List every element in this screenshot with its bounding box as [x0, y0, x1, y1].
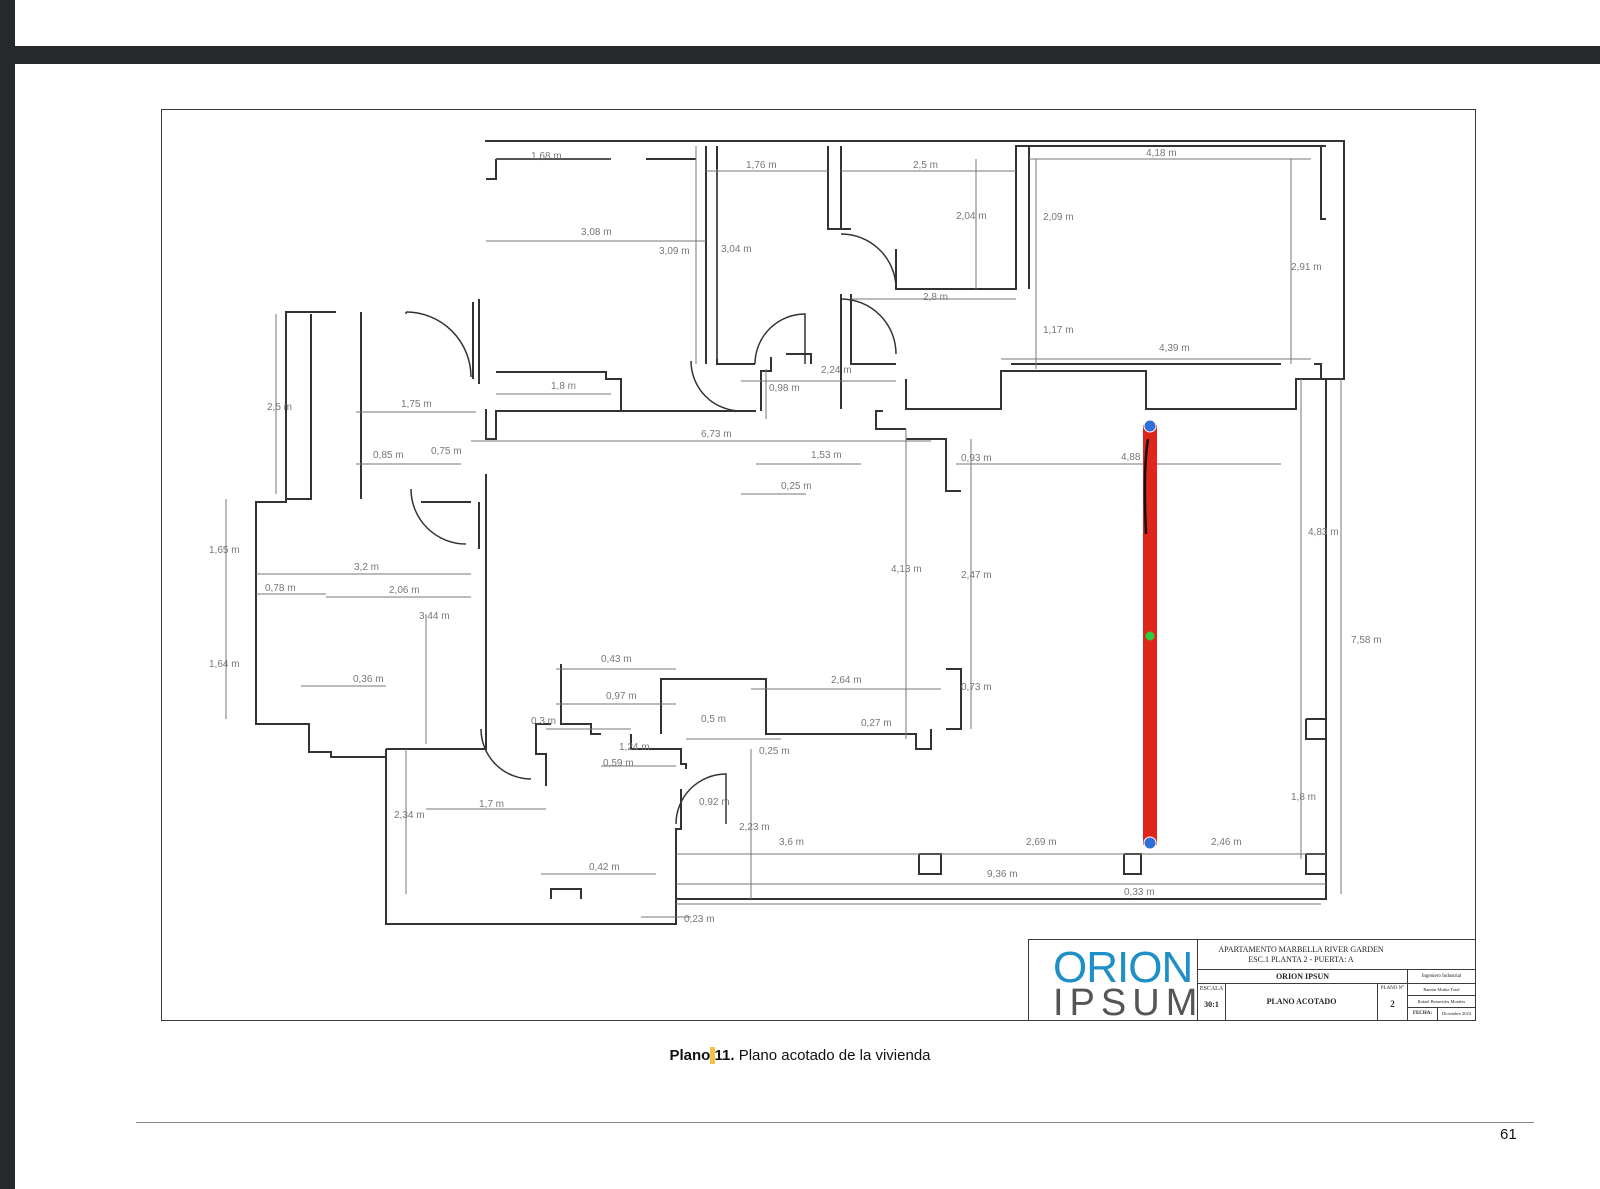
measure-cursor-mark	[1143, 438, 1150, 535]
dim-label: 0,75 m	[431, 446, 462, 457]
dim-label: 0,25 m	[781, 481, 812, 492]
dim-label: 0,42 m	[589, 862, 620, 873]
dim-label: 0,59 m	[603, 758, 634, 769]
dim-label: 0,33 m	[1124, 887, 1155, 898]
dim-label: 3,6 m	[779, 837, 804, 848]
dim-label: 0,3 m	[531, 716, 556, 727]
dim-label: 2,5 m	[913, 160, 938, 171]
dim-label: 0,25 m	[759, 746, 790, 757]
walls	[255, 140, 1345, 925]
dim-label: 3,44 m	[419, 611, 450, 622]
dim-label: 1,65 m	[209, 545, 240, 556]
dim-label: 1,8 m	[1291, 792, 1316, 803]
dim-label: 0,78 m	[265, 583, 296, 594]
dim-label: 2,04 m	[956, 211, 987, 222]
dimension-labels: 1,68 m 1,76 m 2,5 m 4,18 m 3,08 m 3,09 m…	[209, 148, 1382, 925]
scale-value: 30:1	[1204, 1000, 1219, 1009]
viewer-left-edge	[0, 0, 15, 1189]
logo-orion: ORION	[1053, 943, 1193, 992]
dim-label: 1,75 m	[401, 399, 432, 410]
dimension-lines	[225, 146, 1342, 918]
dim-label: 4,88 m	[1121, 452, 1152, 463]
dim-label: 1,24 m	[619, 742, 650, 753]
measure-handle-bottom[interactable]	[1143, 836, 1157, 850]
dim-label: 2,64 m	[831, 675, 862, 686]
dim-label: 4,18 m	[1146, 148, 1177, 159]
measurement-tool[interactable]	[1143, 419, 1157, 850]
scale-cell: ESCALA 30:1	[1197, 983, 1225, 1020]
date-label: FECHA:	[1407, 1007, 1437, 1020]
dim-label: 0,97 m	[606, 691, 637, 702]
dim-label: 1,8 m	[551, 381, 576, 392]
caption-label: Plano	[669, 1047, 711, 1064]
project-address: ESC.1 PLANTA 2 - PUERTA: A	[1248, 955, 1354, 964]
dim-label: 0,27 m	[861, 718, 892, 729]
date-value: Diciembre 2024	[1437, 1007, 1475, 1020]
dim-label: 2,8 m	[923, 292, 948, 303]
dim-label: 2,24 m	[821, 365, 852, 376]
dim-label: 3,04 m	[721, 244, 752, 255]
dim-label: 0,5 m	[701, 714, 726, 725]
company-logo: ORION IPSUM	[1029, 940, 1198, 1022]
dim-label: 2,47 m	[961, 570, 992, 581]
dim-label: 9,36 m	[987, 869, 1018, 880]
dim-label: 2,23 m	[739, 822, 770, 833]
figure-caption: Plano 11. Plano acotado de la vivienda	[0, 1047, 1600, 1064]
dim-label: 3,08 m	[581, 227, 612, 238]
measure-handle-top[interactable]	[1143, 419, 1157, 433]
dim-label: 0,43 m	[601, 654, 632, 665]
dim-label: 4,83 m	[1308, 527, 1339, 538]
dim-label: 4,39 m	[1159, 343, 1190, 354]
plan-name: PLANO ACOTADO	[1225, 983, 1377, 1020]
dim-label: 2,06 m	[389, 585, 420, 596]
plan-number-value: 2	[1390, 999, 1395, 1009]
scale-label: ESCALA	[1199, 986, 1224, 992]
company-name: ORION IPSUN	[1197, 969, 1407, 983]
dim-label: 1,76 m	[746, 160, 777, 171]
caption-text: Plano acotado de la vivienda	[738, 1047, 931, 1064]
dim-label: 0,93 m	[961, 453, 992, 464]
dim-label: 6,73 m	[701, 429, 732, 440]
dim-label: 2,46 m	[1211, 837, 1242, 848]
dim-label: 0,98 m	[769, 383, 800, 394]
viewer-toolbar-strip	[0, 46, 1600, 64]
dim-label: 2,91 m	[1291, 262, 1322, 273]
floor-plan-frame	[161, 109, 1476, 1021]
dim-label: 1,7 m	[479, 799, 504, 810]
author-1: Ramón Muñiz Toral	[1407, 983, 1475, 995]
caption-highlight	[710, 1047, 715, 1064]
measure-handle-mid[interactable]	[1145, 631, 1155, 641]
logo-ipsum: IPSUM	[1053, 982, 1204, 1024]
role: Ingeniero Industrial	[1407, 969, 1475, 983]
caption-number: 11.	[714, 1047, 735, 1064]
dim-label: 2,69 m	[1026, 837, 1057, 848]
floor-plan-drawing: 1,68 m 1,76 m 2,5 m 4,18 m 3,08 m 3,09 m…	[209, 140, 1382, 925]
dim-label: 0,85 m	[373, 450, 404, 461]
dim-label: 1,17 m	[1043, 325, 1074, 336]
dim-label: 0,23 m	[684, 914, 715, 925]
dim-label: 3,2 m	[354, 562, 379, 573]
dim-label: 2,5 m	[267, 402, 292, 413]
dim-label: 1,68 m	[531, 151, 562, 162]
title-block: ORION IPSUM APARTAMENTO MARBELLA RIVER G…	[1028, 939, 1476, 1022]
page-number: 61	[1500, 1126, 1517, 1143]
dim-label: 1,53 m	[811, 450, 842, 461]
dim-label: 4,13 m	[891, 564, 922, 575]
dim-label: 2,34 m	[394, 810, 425, 821]
dim-label: 0,73 m	[961, 682, 992, 693]
project-name: APARTAMENTO MARBELLA RIVER GARDEN	[1218, 945, 1384, 954]
dim-label: 7,58 m	[1351, 635, 1382, 646]
dim-label: 3,09 m	[659, 246, 690, 257]
dim-label: 1,64 m	[209, 659, 240, 670]
plan-number-label: PLANO N°	[1380, 986, 1405, 991]
window-top-bar	[0, 0, 1600, 48]
dim-label: 2,09 m	[1043, 212, 1074, 223]
plan-number-cell: PLANO N° 2	[1377, 983, 1407, 1020]
author-2: Rafael Benavides Morales	[1407, 995, 1475, 1007]
dim-label: 0,92 m	[699, 797, 730, 808]
dim-label: 0,36 m	[353, 674, 384, 685]
door-swings	[405, 233, 897, 825]
footer-rule	[136, 1122, 1534, 1123]
